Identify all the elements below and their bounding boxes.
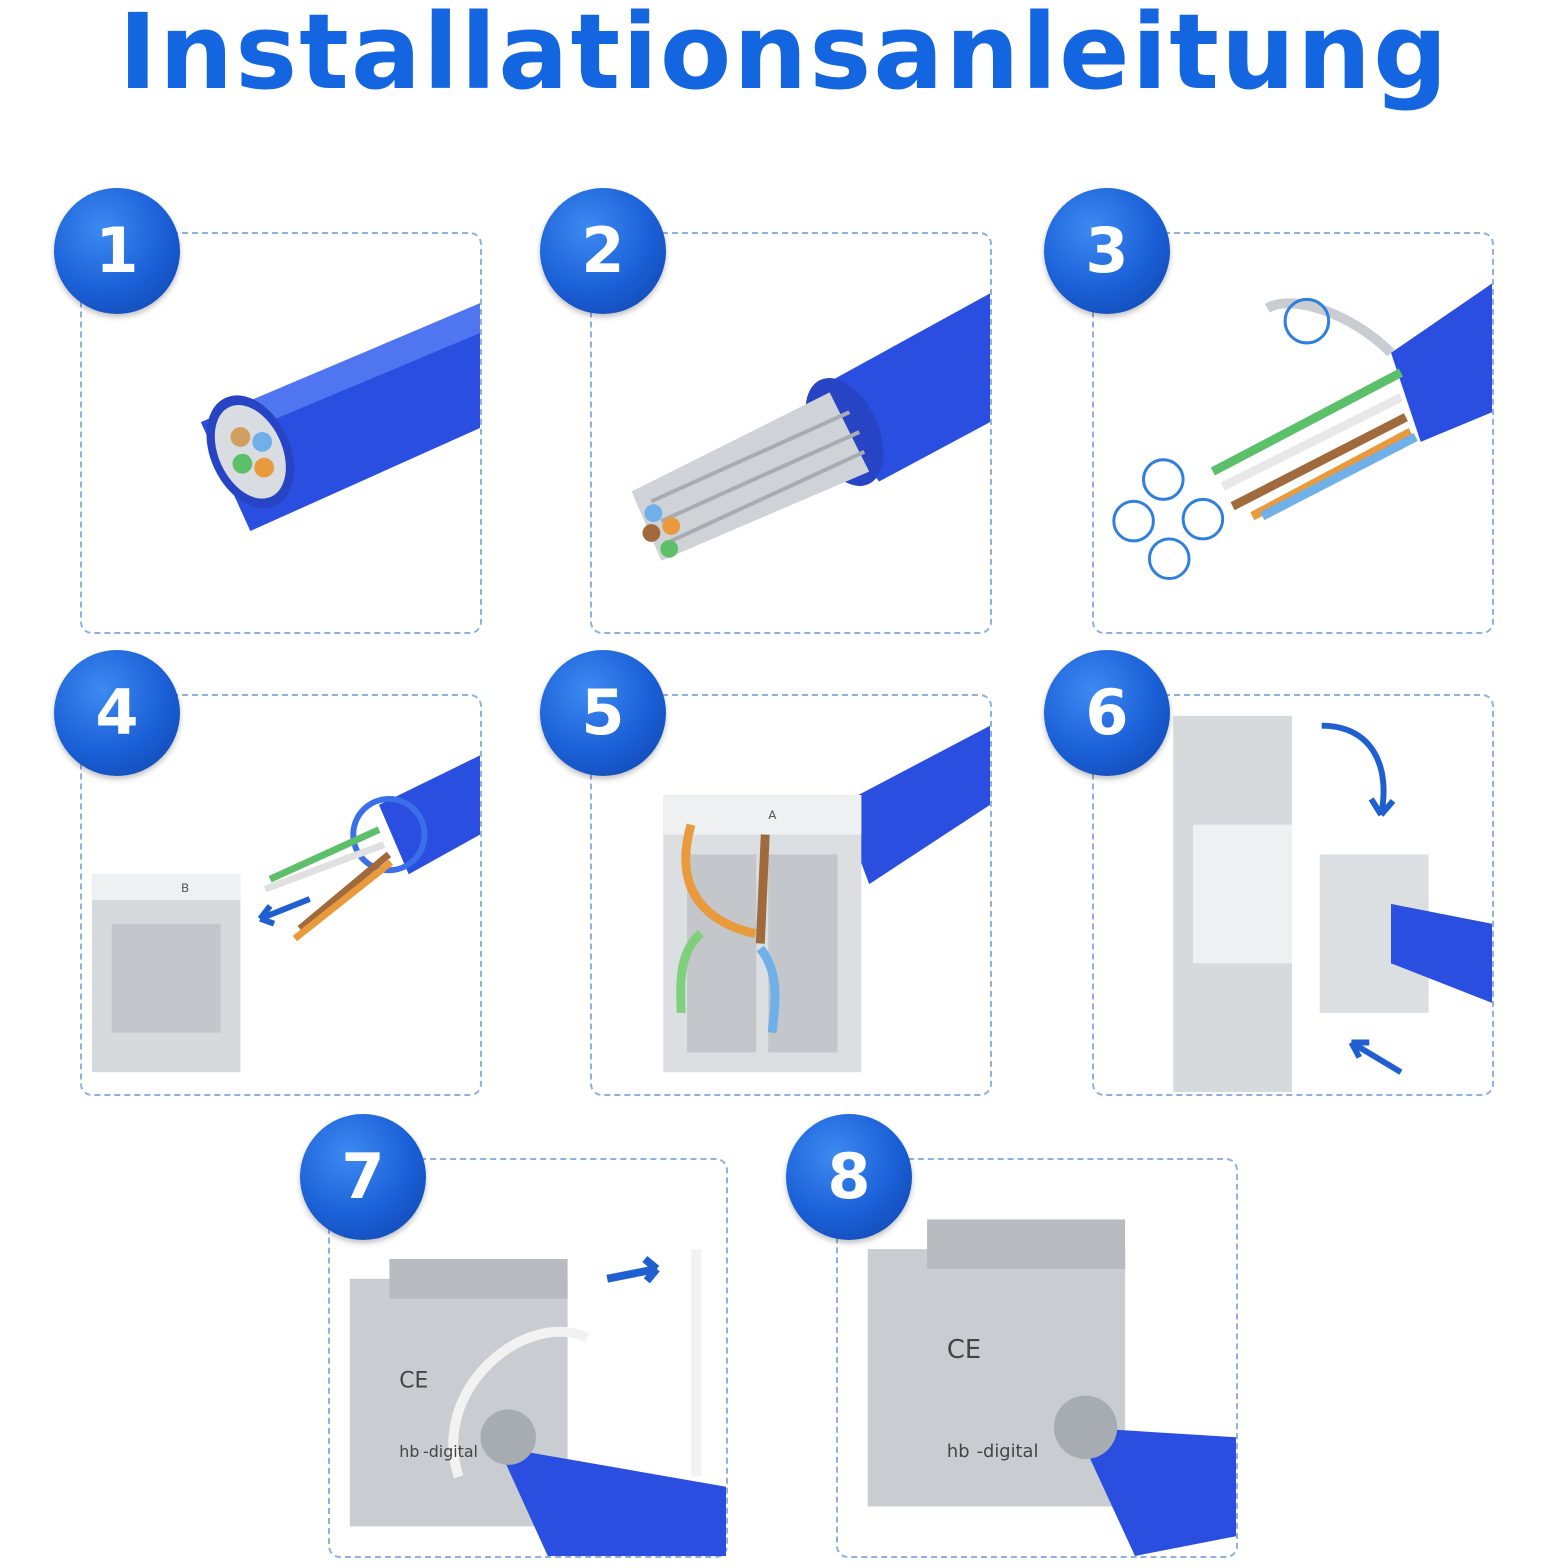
step-2-badge: 2 <box>540 188 666 314</box>
untwist-pairs-illustration <box>1112 283 1492 581</box>
svg-text:A: A <box>768 808 777 822</box>
svg-text:-digital: -digital <box>977 1441 1039 1462</box>
svg-text:CE: CE <box>399 1369 428 1394</box>
terminal-block-illustration: A <box>663 725 990 1073</box>
svg-text:hb: hb <box>399 1442 419 1461</box>
step-6-badge: 6 <box>1044 650 1170 776</box>
step-7-panel: CE hb -digital <box>328 1158 728 1558</box>
step-7-badge: 7 <box>300 1114 426 1240</box>
step-4-panel: B <box>80 694 482 1096</box>
cable-end-illustration <box>200 303 480 532</box>
step-8-panel: CE hb -digital <box>836 1158 1238 1558</box>
insert-wires-illustration: B <box>91 755 480 1073</box>
svg-text:B: B <box>181 881 189 895</box>
housing-assembly-illustration <box>1173 715 1492 1093</box>
finished-keystone-illustration: CE hb -digital <box>867 1219 1236 1556</box>
step-5-panel: A <box>590 694 992 1096</box>
step-3-panel <box>1092 232 1494 634</box>
svg-text:-digital: -digital <box>423 1442 478 1461</box>
step-1-badge: 1 <box>54 188 180 314</box>
stripped-cable-illustration <box>631 293 990 561</box>
svg-text:hb: hb <box>947 1441 970 1462</box>
step-8-badge: 8 <box>786 1114 912 1240</box>
step-6-panel <box>1092 694 1494 1096</box>
step-1-panel <box>80 232 482 634</box>
page-title: Installationsanleitung <box>118 0 1450 113</box>
step-2-panel <box>590 232 992 634</box>
rotate-arrows <box>1112 297 1331 581</box>
svg-text:CE: CE <box>947 1335 981 1365</box>
step-3-badge: 3 <box>1044 188 1170 314</box>
step-5-badge: 5 <box>540 650 666 776</box>
cable-tie-illustration: CE hb -digital <box>349 1249 726 1556</box>
step-4-badge: 4 <box>54 650 180 776</box>
